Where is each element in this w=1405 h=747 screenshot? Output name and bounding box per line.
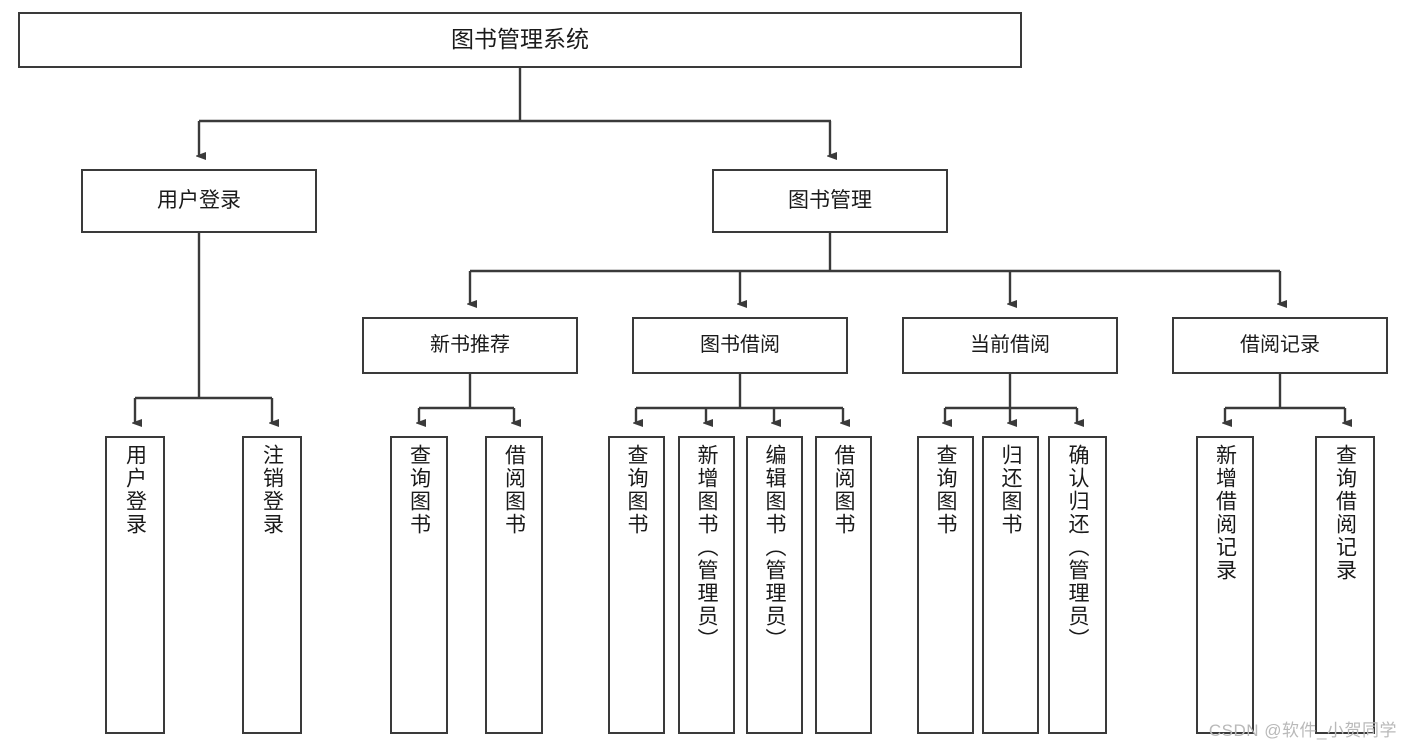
node-label: 图书管理 xyxy=(788,189,872,213)
node-label: 新书推荐 xyxy=(430,334,510,357)
node-leaf[interactable]: 查询图书 xyxy=(917,436,974,734)
node-label: 借阅记录 xyxy=(1240,334,1320,357)
node-label: 图书管理系统 xyxy=(451,26,589,53)
node-label: 确认归还（管理员） xyxy=(1066,444,1089,651)
node-label: 用户登录 xyxy=(123,444,147,536)
node-label: 归还图书 xyxy=(999,444,1022,536)
node-leaf[interactable]: 查询借阅记录 xyxy=(1315,436,1375,734)
node-label: 借阅图书 xyxy=(502,444,526,536)
node-leaf[interactable]: 编辑图书（管理员） xyxy=(746,436,803,734)
node-leaf[interactable]: 注销登录 xyxy=(242,436,302,734)
node-leaf[interactable]: 查询图书 xyxy=(608,436,665,734)
node-leaf[interactable]: 借阅图书 xyxy=(815,436,872,734)
node-leaf[interactable]: 归还图书 xyxy=(982,436,1039,734)
node-label: 图书借阅 xyxy=(700,334,780,357)
node-label: 注销登录 xyxy=(260,444,284,536)
node-label: 编辑图书（管理员） xyxy=(763,444,786,651)
node-leaf[interactable]: 查询图书 xyxy=(390,436,448,734)
watermark: CSDN @软件_小贺同学 xyxy=(1208,721,1397,740)
node-label: 新增图书（管理员） xyxy=(695,444,718,651)
node-level3[interactable]: 图书借阅 xyxy=(632,317,848,374)
node-leaf[interactable]: 新增借阅记录 xyxy=(1196,436,1254,734)
node-leaf[interactable]: 新增图书（管理员） xyxy=(678,436,735,734)
node-level3[interactable]: 新书推荐 xyxy=(362,317,578,374)
node-label: 查询图书 xyxy=(407,444,431,536)
node-label: 查询图书 xyxy=(934,444,957,536)
node-label: 查询图书 xyxy=(625,444,648,536)
node-label: 当前借阅 xyxy=(970,334,1050,357)
node-leaf[interactable]: 借阅图书 xyxy=(485,436,543,734)
node-label: 用户登录 xyxy=(157,189,241,213)
node-label: 借阅图书 xyxy=(832,444,855,536)
node-leaf[interactable]: 确认归还（管理员） xyxy=(1048,436,1107,734)
node-level3[interactable]: 借阅记录 xyxy=(1172,317,1388,374)
node-level3[interactable]: 当前借阅 xyxy=(902,317,1118,374)
node-label: 新增借阅记录 xyxy=(1213,444,1237,582)
node-label: 查询借阅记录 xyxy=(1333,444,1357,582)
node-root[interactable]: 图书管理系统 xyxy=(18,12,1022,68)
node-level2[interactable]: 用户登录 xyxy=(81,169,317,233)
node-level2[interactable]: 图书管理 xyxy=(712,169,948,233)
node-leaf[interactable]: 用户登录 xyxy=(105,436,165,734)
